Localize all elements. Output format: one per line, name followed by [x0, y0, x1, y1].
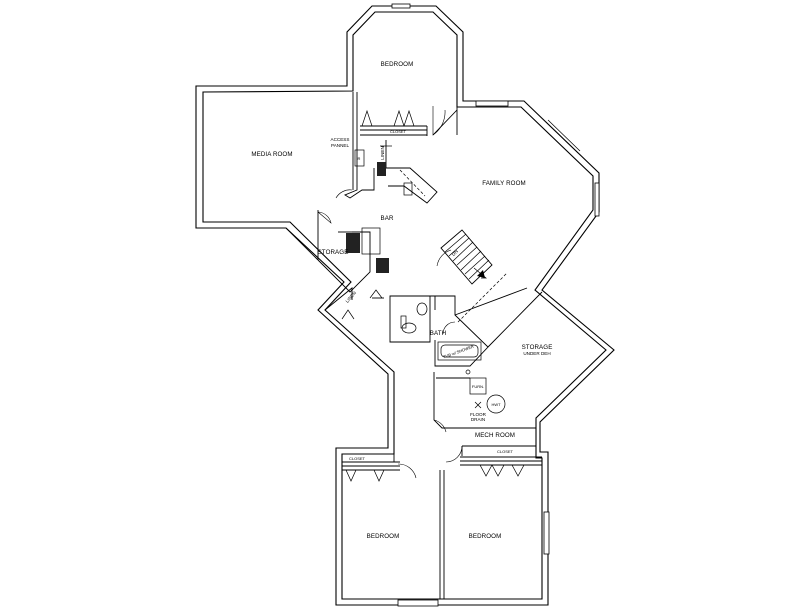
family-room-label: FAMILY ROOM [482, 180, 526, 187]
bedroom-right-label: BEDROOM [469, 533, 502, 540]
staircase [440, 229, 493, 285]
closet-top-label: CLOSET [390, 129, 407, 134]
closet-right-label: CLOSET [497, 449, 514, 454]
windows [391, 3, 600, 607]
closet-bifold-doors [341, 109, 525, 482]
exterior-walls [195, 5, 615, 606]
floor-drain-label-2: DRAIN [471, 417, 485, 422]
mech-room-label: MECH ROOM [475, 432, 515, 439]
storage-right-label: STORAGE [522, 344, 553, 351]
linen-upper-label: LINEN [380, 146, 385, 160]
storage-left-label: STORAGE [318, 249, 349, 256]
under-deh-label: UNDER DEH [523, 351, 550, 356]
doors [317, 106, 463, 479]
bedroom-left-label: BEDROOM [367, 533, 400, 540]
closet-left-label: CLOSET [349, 456, 366, 461]
interior-walls [285, 92, 543, 599]
floor-drain-label-1: FLOOR [470, 412, 487, 417]
bath-label: BATH [430, 330, 446, 337]
hwt-label: HWT [491, 402, 501, 407]
furnace-label: FURN. [472, 384, 484, 389]
media-room-label: MEDIA ROOM [251, 151, 292, 158]
floor-drain-icon [474, 401, 482, 409]
bar-label: BAR [380, 215, 393, 222]
stair-dn-label: DN [451, 249, 459, 257]
bedroom-top-label: BEDROOM [381, 61, 414, 68]
access-panel-label-2: PANNEL [331, 143, 349, 148]
refrigerator-label: R [358, 156, 361, 161]
access-panel-label-1: ACCESS [331, 137, 350, 142]
room-labels: BEDROOM CLOSET MEDIA ROOM ACCESS PANNEL … [251, 61, 552, 540]
